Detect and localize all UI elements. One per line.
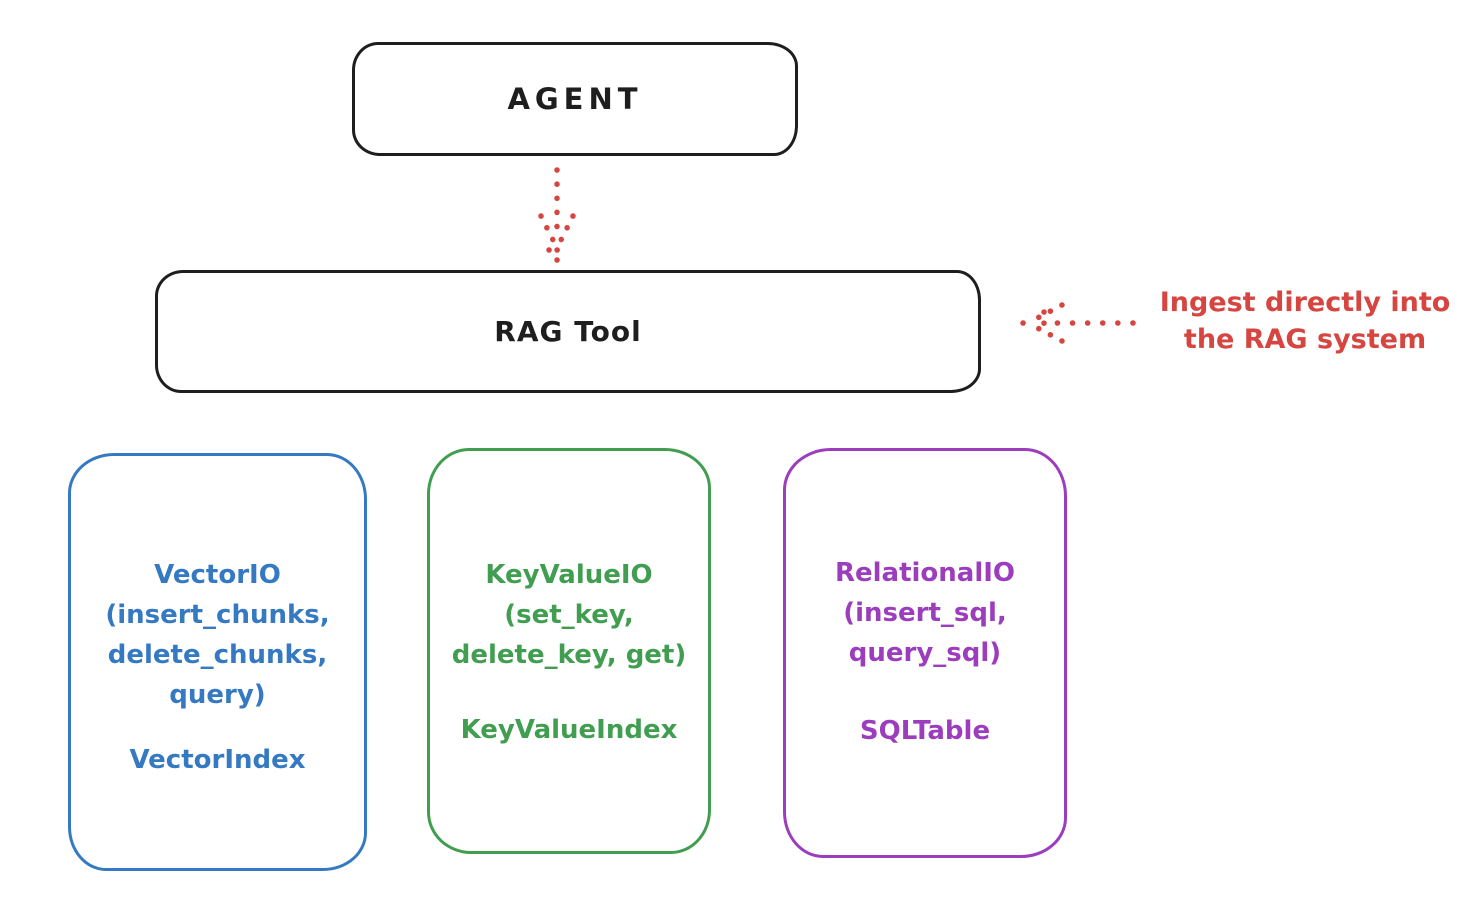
vector-io-line: delete_chunks, <box>107 640 328 670</box>
ingest-annotation: Ingest directly into the RAG system <box>1135 284 1475 358</box>
vector-index-label: VectorIndex <box>129 745 306 775</box>
vector-io-line: (insert_chunks, <box>105 600 330 630</box>
relational-io-line: RelationalIO <box>834 558 1016 588</box>
agent-node: AGENT <box>352 42 798 156</box>
vector-io-line: query) <box>169 680 266 710</box>
vector-io-line: VectorIO <box>154 560 281 590</box>
ingest-annotation-line2: the RAG system <box>1183 324 1427 355</box>
keyvalue-io-line: KeyValueIO <box>485 560 653 590</box>
sql-table-label: SQLTable <box>859 716 991 746</box>
keyvalue-io-line: delete_key, get) <box>451 640 687 670</box>
backend-vector-io: VectorIO (insert_chunks, delete_chunks, … <box>68 453 367 871</box>
ingest-annotation-line1: Ingest directly into <box>1159 287 1451 318</box>
rag-tool-label: RAG Tool <box>494 315 642 348</box>
dotted-arrow-down-icon <box>538 167 576 263</box>
keyvalue-io-line: (set_key, <box>504 600 634 630</box>
rag-tool-node: RAG Tool <box>155 270 981 393</box>
backend-relational-io: RelationalIO (insert_sql, query_sql) SQL… <box>783 448 1067 858</box>
dotted-arrow-left-icon <box>1020 302 1136 344</box>
relational-io-line: (insert_sql, <box>843 598 1007 628</box>
keyvalue-index-label: KeyValueIndex <box>460 715 678 745</box>
backend-keyvalue-io: KeyValueIO (set_key, delete_key, get) Ke… <box>427 448 711 854</box>
relational-io-line: query_sql) <box>848 638 1002 668</box>
agent-label: AGENT <box>507 82 643 116</box>
